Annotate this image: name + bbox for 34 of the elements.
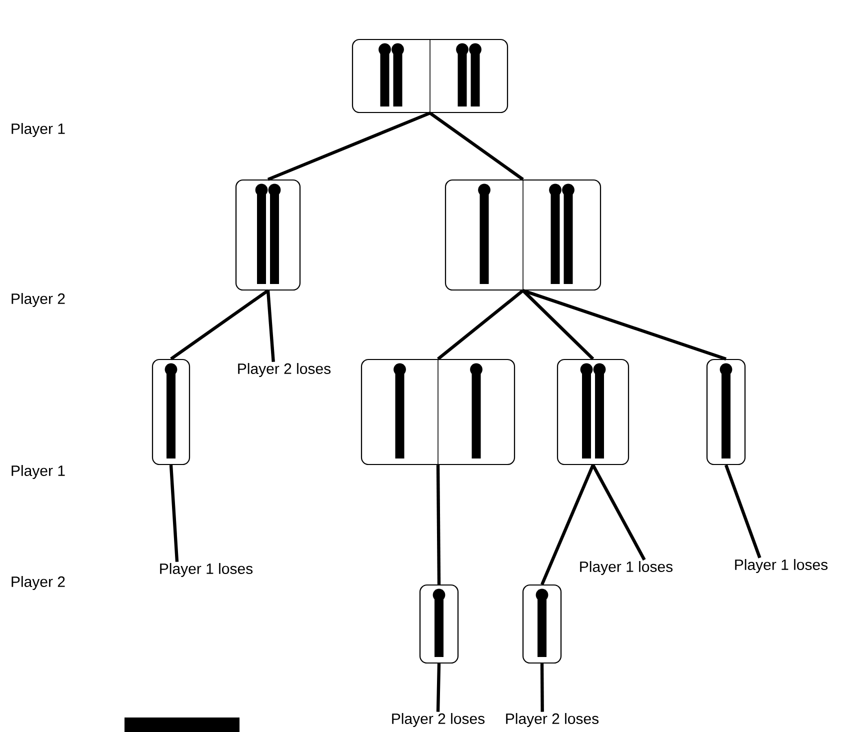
tree-branch	[522, 289, 594, 360]
tree-branch	[437, 289, 524, 360]
matchstick-box	[352, 38, 508, 114]
outcome-text: Player 2 loses	[238, 363, 331, 377]
tree-branch	[266, 290, 275, 362]
matchstick-box	[152, 358, 190, 466]
outcome-text: Player 2 loses	[506, 713, 599, 727]
filled-bar	[124, 718, 240, 732]
matchstick-box	[522, 584, 562, 664]
matchstick-box	[419, 584, 459, 664]
tree-branch	[540, 464, 594, 586]
matchstick-box	[556, 358, 630, 466]
outcome-text: Player 1 loses	[580, 561, 673, 575]
tree-branch	[169, 464, 179, 562]
outcome-text: Player 1 loses	[735, 559, 828, 573]
player-label: Player 1	[12, 465, 65, 479]
player-label: Player 2	[12, 576, 65, 590]
tree-branch	[429, 112, 524, 181]
tree-branch	[436, 664, 441, 712]
tree-branch	[170, 289, 269, 360]
tree-branch	[436, 465, 441, 584]
outcome-text: Player 1 loses	[160, 563, 253, 577]
tree-branch	[267, 112, 431, 181]
matchstick-box	[706, 358, 746, 466]
tree-branch	[592, 464, 646, 561]
player-label: Player 1	[12, 123, 65, 137]
matchstick-box	[360, 358, 516, 466]
tree-branch	[724, 464, 762, 558]
matchstick-box	[235, 179, 301, 291]
outcome-text: Player 2 loses	[392, 713, 485, 727]
player-label: Player 2	[12, 293, 65, 307]
matchstick-box	[444, 179, 602, 291]
tree-branch	[540, 664, 544, 712]
tree-branch	[522, 289, 727, 360]
